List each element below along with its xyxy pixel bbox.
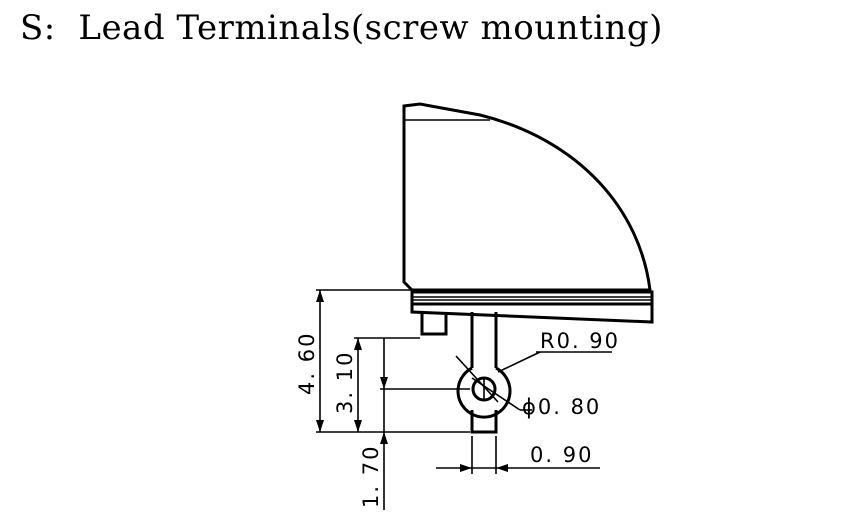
dimension-lines: [316, 289, 600, 510]
diameter-label: ϕ0. 80: [522, 395, 601, 419]
radius-label: R0. 90: [540, 329, 620, 353]
width-label: 0. 90: [530, 443, 593, 467]
base-plate: [410, 290, 654, 324]
height-lower-label: 1. 70: [359, 445, 383, 508]
height-hole-label: 3. 10: [333, 351, 357, 414]
component-body: [402, 102, 652, 292]
terminal-lead: [456, 312, 512, 434]
height-total-label: 4. 60: [295, 332, 319, 395]
mounting-tab: [420, 312, 448, 336]
drawing-title: S: Lead Terminals(screw mounting): [20, 8, 663, 48]
